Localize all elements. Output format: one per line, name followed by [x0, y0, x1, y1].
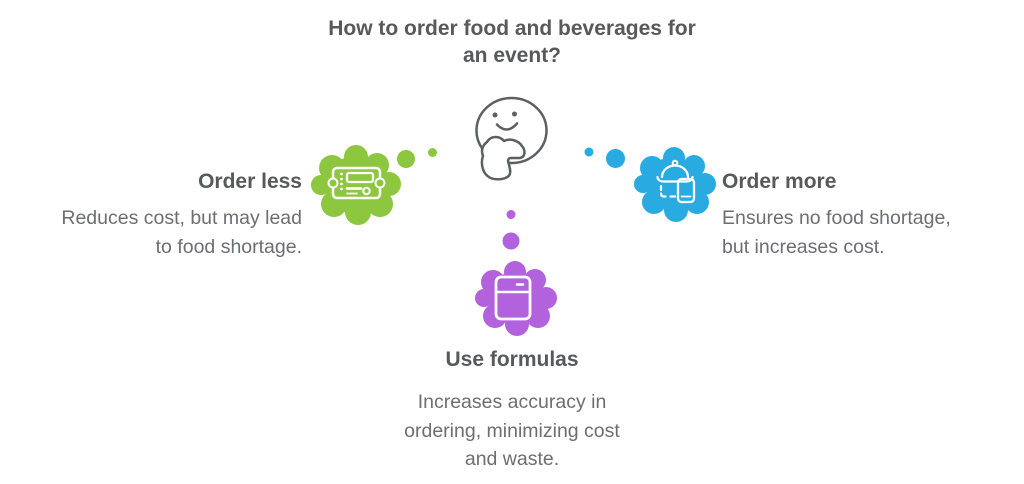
- green-dots: [397, 148, 437, 168]
- order-less-heading: Order less: [198, 170, 302, 193]
- option-order-more: Order more Ensures no food shortage, but…: [722, 169, 1018, 261]
- refrigerator-icon: [494, 275, 532, 321]
- use-formulas-heading: Use formulas: [445, 348, 579, 371]
- title-line-1: How to order food and beverages for: [328, 17, 696, 40]
- order-more-blob: [634, 147, 716, 222]
- title-line-2: an event?: [462, 44, 562, 67]
- use-formulas-blob: [475, 261, 557, 336]
- purple-dots: [502, 210, 520, 250]
- blue-dots: [584, 147, 625, 168]
- food-delivery-icon: [656, 159, 696, 204]
- ticket-icon: [327, 166, 386, 200]
- page-title: How to order food and beverages for an e…: [0, 15, 1024, 69]
- order-more-description: Ensures no food shortage, but increases …: [722, 207, 951, 258]
- option-use-formulas: Use formulas Increases accuracy in order…: [362, 347, 662, 474]
- order-more-heading: Order more: [722, 170, 837, 193]
- option-order-less: Order less Reduces cost, but may lead to…: [18, 169, 302, 261]
- order-less-description: Reduces cost, but may lead to food short…: [61, 207, 302, 258]
- use-formulas-description: Increases accuracy in ordering, minimizi…: [404, 391, 620, 470]
- order-less-blob: [311, 145, 401, 225]
- thinking-face-icon: [475, 96, 548, 181]
